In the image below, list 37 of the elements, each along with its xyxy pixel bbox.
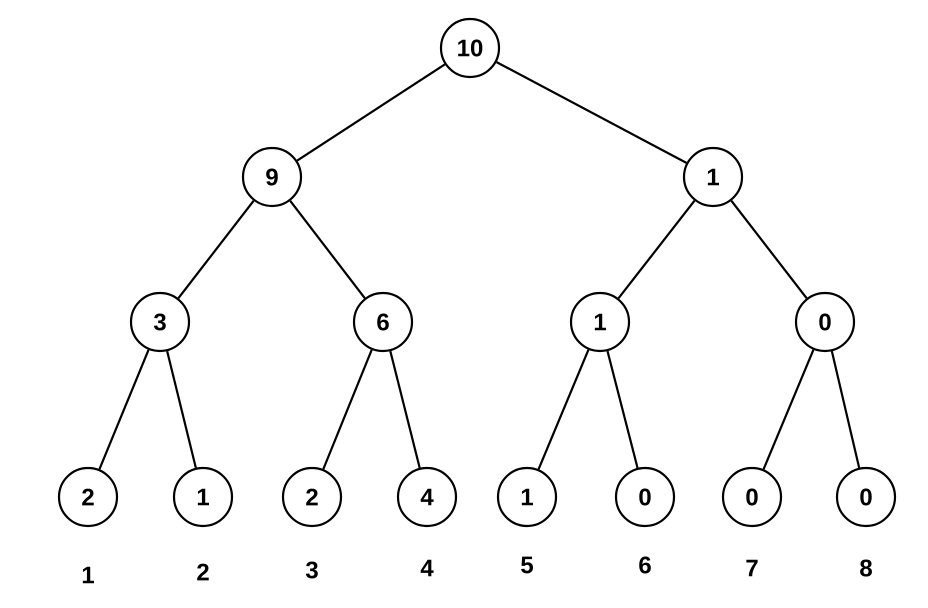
tree-node: 3 [130,292,190,352]
tree-edge [322,349,373,470]
tree-edge [830,351,860,468]
tree-edge [389,350,421,468]
tree-edge [496,61,687,164]
tree-node: 1 [570,292,630,352]
tree-node: 6 [352,292,414,352]
tree-node: 9 [242,146,302,208]
tree-edge [606,350,639,468]
tree-node: 1 [496,466,558,528]
tree-edge [762,349,814,470]
leaf-index: 2 [197,564,209,580]
tree-edge [730,200,808,299]
tree-node: 2 [282,466,342,528]
leaf-index: 1 [82,566,94,584]
tree-edge [98,349,150,470]
tree-edge [296,64,446,162]
leaf-index: 3 [306,562,318,578]
tree-node: 1 [172,466,234,528]
tree-edge [178,200,254,299]
tree-node: 2 [58,466,118,528]
leaf-index: 7 [746,560,758,576]
tree-edge [166,350,197,468]
tree-node: 1 [682,146,744,208]
tree-node: 0 [614,466,676,528]
leaf-index: 8 [860,560,872,576]
tree-node: 10 [440,18,500,78]
tree-node: 0 [836,466,896,528]
leaf-index: 6 [639,556,651,574]
leaf-index: 4 [420,560,434,576]
tree-node: 4 [396,466,458,528]
tree-edge [538,349,590,470]
leaf-index: 5 [521,556,533,574]
tree-edge [289,200,366,299]
tree-edge [618,200,696,299]
tree-node: 0 [794,292,856,352]
tree-node: 0 [722,466,782,528]
